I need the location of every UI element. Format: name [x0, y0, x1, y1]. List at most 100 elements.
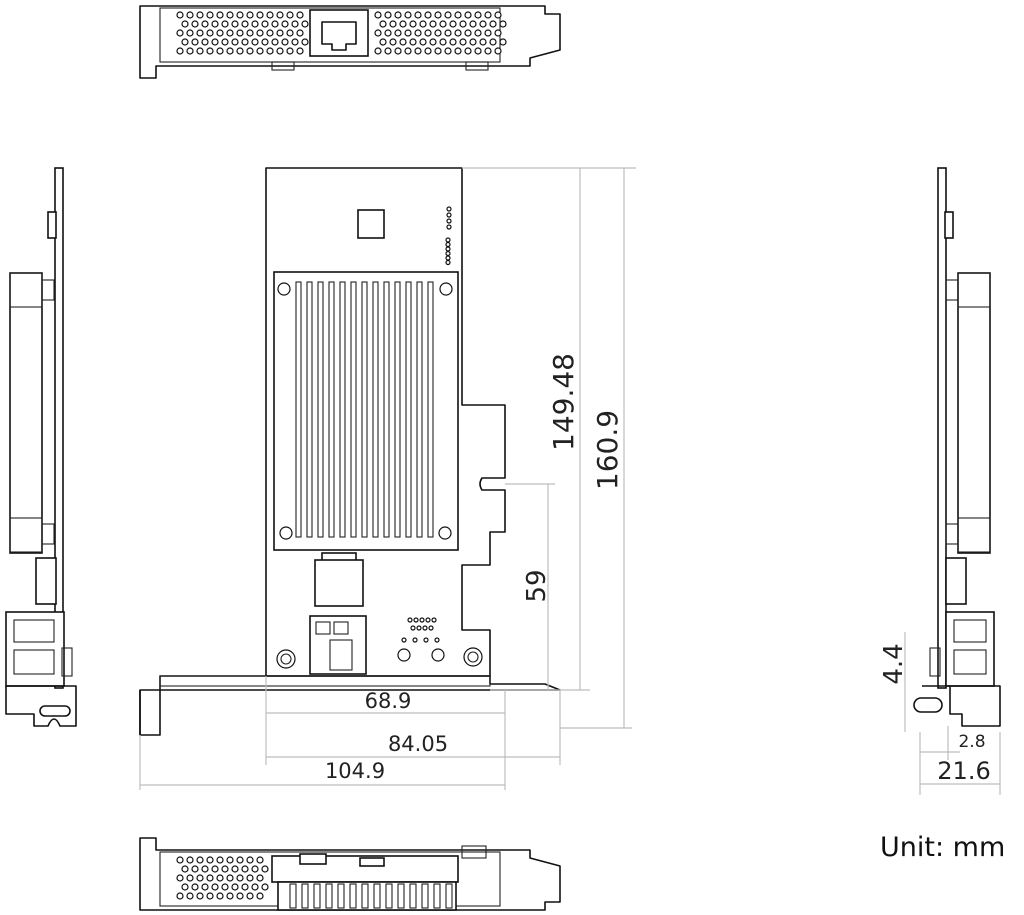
- vent-hole: [389, 38, 397, 46]
- heatsink-fin: [349, 883, 357, 909]
- vent-hole: [201, 883, 209, 891]
- rj45-port: [309, 9, 369, 57]
- bottom-view: [139, 837, 561, 911]
- vent-hole: [459, 20, 467, 28]
- dim-side-offset: 4.4: [879, 643, 909, 684]
- heatsink-fin: [421, 883, 429, 909]
- vent-hole: [181, 883, 189, 891]
- vent-hole: [236, 47, 244, 55]
- vent-hole: [414, 29, 422, 37]
- vent-hole: [412, 637, 418, 643]
- vent-hole: [410, 625, 416, 631]
- vent-hole: [449, 20, 457, 28]
- dim-width-total: 104.9: [325, 759, 385, 783]
- vent-hole: [221, 20, 229, 28]
- vent-hole: [296, 47, 304, 55]
- vent-hole: [186, 11, 194, 19]
- vent-hole: [196, 47, 204, 55]
- vent-hole: [499, 38, 507, 46]
- left-side-view: [5, 167, 77, 727]
- vent-hole: [186, 874, 194, 882]
- heatsink-fin: [289, 883, 297, 909]
- vent-hole: [211, 883, 219, 891]
- vent-hole: [191, 38, 199, 46]
- vent-hole: [389, 20, 397, 28]
- vent-hole: [286, 47, 294, 55]
- vent-hole: [454, 29, 462, 37]
- vent-hole: [434, 11, 442, 19]
- heatsink-fin: [397, 883, 405, 909]
- vent-hole: [484, 47, 492, 55]
- vent-hole: [256, 11, 264, 19]
- vent-hole: [246, 29, 254, 37]
- vent-hole: [413, 617, 419, 623]
- vent-hole: [416, 625, 422, 631]
- vent-hole: [256, 856, 264, 864]
- vent-hole: [414, 47, 422, 55]
- vent-hole: [384, 47, 392, 55]
- vent-hole: [181, 38, 189, 46]
- vent-hole: [479, 20, 487, 28]
- vent-hole: [444, 29, 452, 37]
- vent-hole: [201, 38, 209, 46]
- vent-hole: [216, 874, 224, 882]
- heatsink-side: [9, 272, 43, 554]
- vent-hole: [489, 38, 497, 46]
- vent-hole: [459, 38, 467, 46]
- heatsink-side-right: [957, 272, 991, 554]
- vent-hole: [256, 874, 264, 882]
- vent-hole: [191, 20, 199, 28]
- vent-hole: [196, 874, 204, 882]
- vent-hole: [206, 892, 214, 900]
- vent-hole: [216, 47, 224, 55]
- vent-hole: [429, 38, 437, 46]
- vent-hole: [407, 617, 413, 623]
- vent-hole: [286, 29, 294, 37]
- vent-hole: [454, 11, 462, 19]
- vent-hole: [422, 625, 428, 631]
- vent-hole: [425, 617, 431, 623]
- vent-hole: [231, 883, 239, 891]
- vent-hole: [464, 11, 472, 19]
- vent-hole: [404, 11, 412, 19]
- vent-hole: [423, 637, 429, 643]
- heatsink-fin: [394, 281, 401, 538]
- vent-hole: [281, 20, 289, 28]
- vent-hole: [231, 38, 239, 46]
- top-view: [139, 5, 561, 79]
- vent-hole: [251, 883, 259, 891]
- vent-hole: [226, 874, 234, 882]
- vent-hole: [469, 38, 477, 46]
- vent-hole: [424, 11, 432, 19]
- vent-hole: [176, 47, 184, 55]
- vent-hole: [404, 47, 412, 55]
- vent-hole: [241, 20, 249, 28]
- vent-hole: [206, 47, 214, 55]
- vent-hole: [246, 47, 254, 55]
- vent-hole: [271, 20, 279, 28]
- vent-hole: [445, 246, 451, 252]
- vent-hole: [301, 20, 309, 28]
- vent-hole: [256, 47, 264, 55]
- vent-hole: [474, 11, 482, 19]
- vent-hole: [474, 29, 482, 37]
- vent-hole: [241, 38, 249, 46]
- top-vent-holes: [176, 11, 507, 55]
- vent-hole: [444, 11, 452, 19]
- vent-hole: [196, 892, 204, 900]
- heatsink-fin: [427, 281, 434, 538]
- vent-hole: [429, 20, 437, 28]
- chip: [357, 209, 385, 239]
- vent-hole: [216, 856, 224, 864]
- heatsink-fin: [361, 281, 368, 538]
- vent-hole: [399, 38, 407, 46]
- vent-hole: [484, 11, 492, 19]
- heatsink-bottom: [277, 881, 457, 911]
- vent-hole: [445, 241, 451, 248]
- vent-hole: [404, 29, 412, 37]
- heatsink-fin: [339, 281, 346, 538]
- vent-hole: [251, 20, 259, 28]
- vent-hole: [424, 29, 432, 37]
- vent-hole: [236, 856, 244, 864]
- heatsink-fin: [313, 883, 321, 909]
